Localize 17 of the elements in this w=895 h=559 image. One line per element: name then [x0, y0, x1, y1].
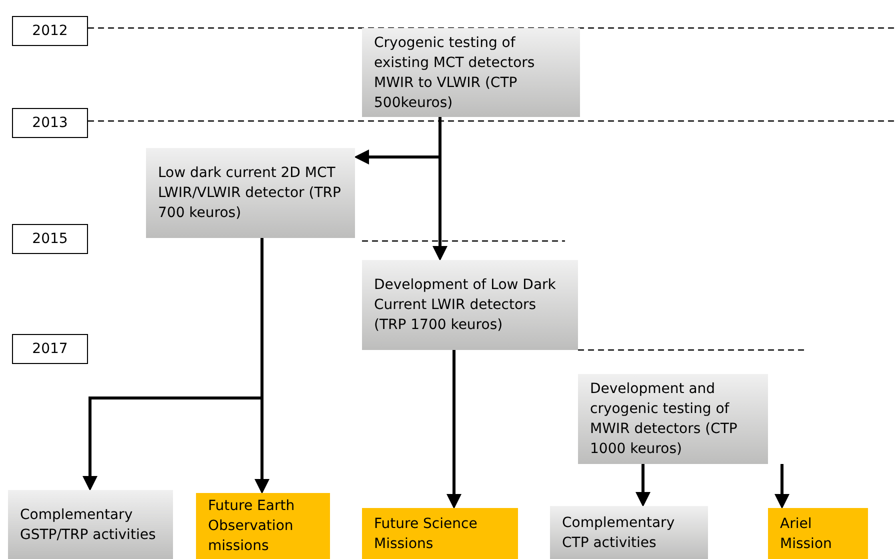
activity-box: Complementary CTP activities: [550, 506, 708, 559]
year-box: 2017: [12, 334, 88, 364]
arrow: [254, 238, 270, 494]
arrow: [446, 350, 462, 509]
mission-box: Ariel Mission: [768, 508, 868, 559]
mission-box: Future Earth Observation missions: [196, 493, 330, 559]
year-box: 2012: [12, 16, 88, 46]
activity-box: Development and cryogenic testing of MWIR detectors (CTP 1000 keuros): [578, 374, 768, 464]
activity-box: Cryogenic testing of existing MCT detectors MWIR to VLWIR (CTP 500keuros): [362, 28, 580, 117]
year-box: 2015: [12, 224, 88, 254]
activity-box: Complementary GSTP/TRP activities: [8, 490, 173, 559]
activity-box: Development of Low Dark Current LWIR detectors (TRP 1700 keuros): [362, 260, 578, 350]
arrow: [636, 464, 650, 507]
mission-box: Future Science Missions: [362, 508, 518, 559]
year-box: 2013: [12, 108, 88, 138]
activity-box: Low dark current 2D MCT LWIR/VLWIR detector (TRP 700 keuros): [146, 148, 355, 238]
arrow: [774, 464, 790, 509]
